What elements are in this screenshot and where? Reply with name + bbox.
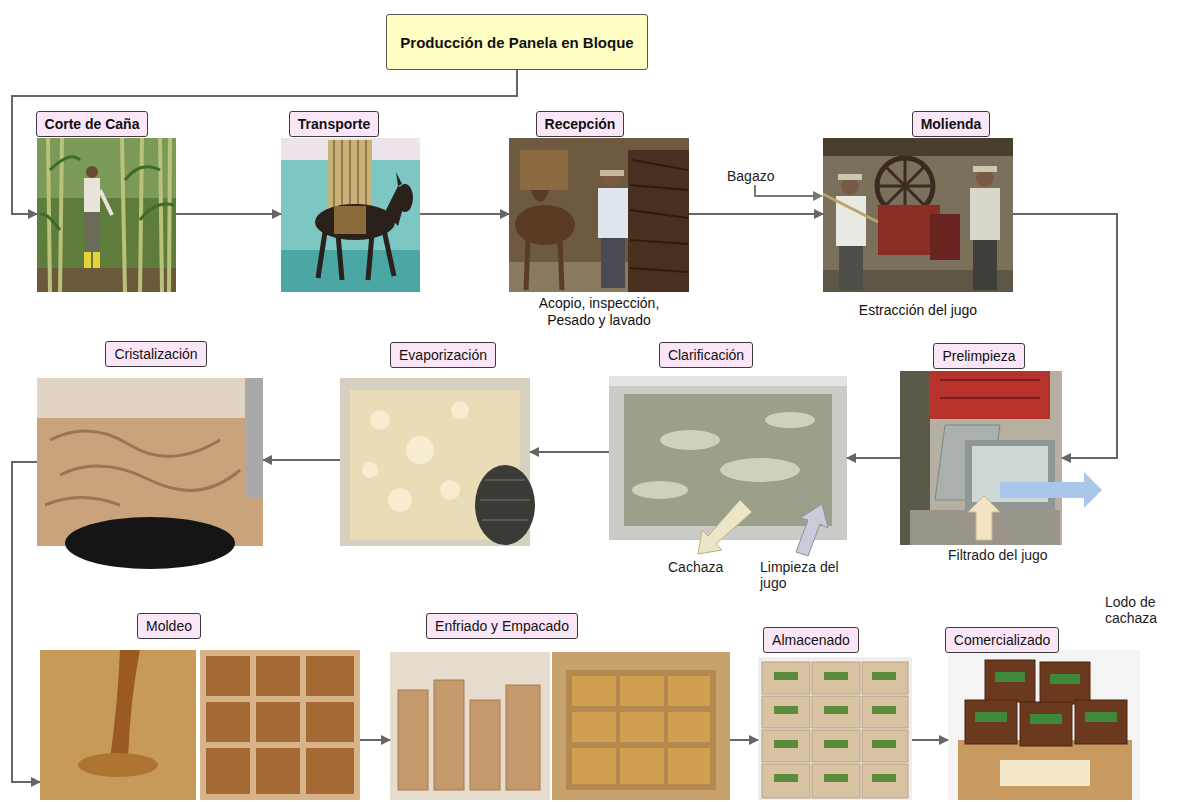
process-step: MoliendaEstracción del jugo (823, 138, 1013, 292)
annotation-label: Lodo de cachaza (1105, 594, 1175, 626)
mule-photo (281, 138, 420, 292)
step-label: Transporte (289, 111, 379, 137)
flow-arrow (847, 457, 900, 459)
step-caption: Acopio, inspección, Pesado y lavado (519, 295, 679, 329)
flow-arrow (12, 70, 517, 214)
evaporator-photo (340, 378, 535, 546)
step-label: Clarificación (659, 342, 753, 368)
process-step: Moldeo (40, 650, 360, 800)
step-label: Enfriado y Empacado (426, 613, 578, 639)
flow-arrow (263, 459, 340, 461)
packing-photo (390, 652, 730, 800)
flow-arrow (1013, 214, 1117, 458)
annotation-label: Filtrado del jugo (948, 547, 1048, 563)
step-label: Recepción (536, 111, 625, 137)
step-label: Corte de Caña (36, 111, 149, 137)
flow-arrow (12, 462, 40, 782)
side-stream-arrows (698, 185, 1102, 556)
step-label: Cristalización (105, 341, 206, 367)
process-step: RecepciónAcopio, inspección, Pesado y la… (509, 138, 689, 292)
step-label: Molienda (912, 111, 991, 137)
flow-arrow (730, 739, 758, 741)
step-label: Prelimpieza (933, 343, 1024, 369)
process-step: Enfriado y Empacado (390, 652, 730, 800)
title-box: Producción de Panela en Bloque (386, 14, 648, 70)
crystallization-photo (37, 378, 263, 569)
mill-photo (823, 138, 1013, 292)
process-step: Almacenado (758, 657, 912, 800)
flow-arrow (689, 213, 823, 215)
cane-field-photo (37, 138, 176, 292)
pre-cleaning-photo (900, 371, 1062, 545)
annotation-label: Cachaza (668, 559, 723, 575)
step-label: Almacenado (763, 627, 859, 653)
process-step: Transporte (281, 138, 420, 292)
flow-arrow (360, 739, 390, 741)
step-label: Comercializado (945, 627, 1059, 653)
annotation-label: Limpieza del jugo (760, 559, 856, 591)
molding-photo (40, 650, 360, 800)
flow-arrow (176, 213, 281, 215)
flow-arrow (530, 451, 609, 453)
flow-arrow (912, 739, 948, 741)
step-caption: Estracción del jugo (823, 302, 1013, 319)
process-step: Evaporización (340, 378, 530, 546)
reception-photo (509, 138, 689, 292)
retail-photo (948, 650, 1140, 800)
process-step: Corte de Caña (37, 138, 176, 292)
process-step: Prelimpieza (900, 371, 1062, 545)
step-label: Evaporización (390, 342, 496, 368)
process-step: Comercializado (948, 650, 1140, 800)
title-text: Producción de Panela en Bloque (400, 34, 633, 51)
process-step: Cristalización (37, 378, 263, 546)
storage-photo (758, 657, 912, 800)
process-step: Clarificación (609, 376, 847, 540)
flow-arrow (420, 213, 509, 215)
annotation-label: Bagazo (727, 168, 774, 184)
step-label: Moldeo (137, 613, 201, 639)
